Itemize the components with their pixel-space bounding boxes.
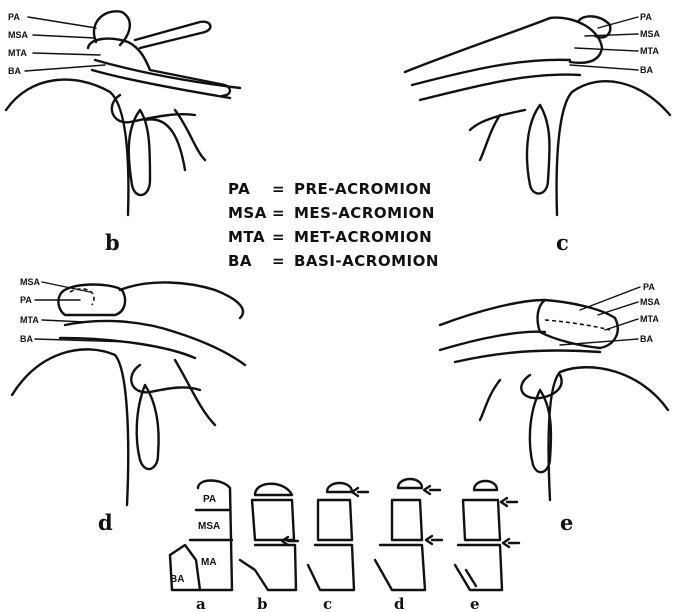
legend-term-msa: MES-ACROMION [294,204,435,222]
panel-c-label-ba: BA [640,65,653,75]
schematic-d-letter: d [394,595,405,612]
panel-d-label-mta: MTA [20,315,39,325]
schematic-a-label-pa: PA [203,494,216,505]
panel-d-label-ba: BA [20,334,33,344]
panel-c-label-mta: MTA [640,46,659,56]
panel-d-letter: d [98,510,113,535]
panel-d-label-msa: MSA [20,277,41,287]
schematic-d: d [375,479,442,612]
panel-b-label-mta: MTA [8,48,27,58]
panel-b-letter: b [105,230,120,255]
panel-c-letter: c [556,230,569,255]
legend-abbr-mta: MTA [228,228,265,246]
legend-term-ba: BASI-ACROMION [294,252,439,270]
schematic-e: e [455,481,519,612]
panel-b-labels: PA MSA MTA BA b [8,12,120,255]
schematic-a-label-msa: MSA [198,521,220,532]
panel-e-label-pa: PA [643,282,655,292]
legend: PA = PRE-ACROMION MSA = MES-ACROMION MTA… [228,180,439,270]
panel-e-letter: e [560,510,573,535]
legend-sep-ba: = [272,252,285,270]
legend-abbr-pa: PA [228,180,250,198]
legend-term-mta: MET-ACROMION [294,228,432,246]
panel-e-labels: PA MSA MTA BA e [560,282,661,535]
schematic-e-letter: e [470,595,480,612]
legend-sep-pa: = [272,180,285,198]
legend-term-pa: PRE-ACROMION [294,180,432,198]
panel-c-labels: PA MSA MTA BA c [556,12,661,255]
schematic-a-label-ma: MA [201,557,217,568]
schematic-b: b [240,484,298,612]
panel-b-label-msa: MSA [8,30,29,40]
legend-abbr-ba: BA [228,252,252,270]
schematic-c: c [308,483,368,612]
panel-e-label-ba: BA [640,334,653,344]
panel-c-drawing [405,16,670,215]
legend-sep-msa: = [272,204,285,222]
panel-e-label-msa: MSA [640,297,661,307]
panel-e-label-mta: MTA [640,314,659,324]
panel-d-drawing [12,282,245,505]
schematic-a-label-ba: BA [170,574,184,585]
panel-b-label-ba: BA [8,66,21,76]
schematic-a-letter: a [196,595,206,612]
panel-d-label-pa: PA [20,295,32,305]
schematic-a: PA MSA MA BA a [170,481,232,612]
schematic-c-letter: c [323,595,332,612]
schematic-b-letter: b [257,595,268,612]
legend-sep-mta: = [272,228,285,246]
panel-c-label-msa: MSA [640,29,661,39]
panel-b-drawing [6,11,240,215]
panel-c-label-pa: PA [640,12,652,22]
panel-e-drawing [440,300,668,500]
panel-b-label-pa: PA [8,12,20,22]
legend-abbr-msa: MSA [228,204,267,222]
